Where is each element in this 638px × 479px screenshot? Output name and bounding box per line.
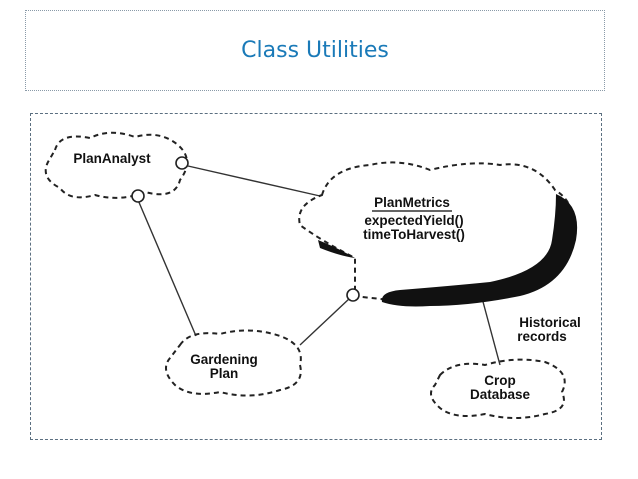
link-analyst-gardening — [137, 199, 197, 337]
crop-database-label-2: Database — [470, 387, 531, 402]
crop-database-label-1: Crop — [484, 373, 516, 388]
link-metrics-gardening — [299, 297, 351, 346]
shadow-band — [381, 194, 578, 307]
plan-metrics-name: PlanMetrics — [374, 195, 450, 210]
uses-circle-icon — [346, 288, 360, 302]
slide-title: Class Utilities — [241, 38, 389, 63]
gardening-plan-label-1: Gardening — [190, 352, 258, 367]
association-label-2: records — [517, 329, 567, 344]
shadow-band-small — [318, 240, 355, 258]
gardening-plan-cloud — [165, 329, 302, 397]
link-analyst-metrics — [187, 165, 321, 197]
diagram-frame — [30, 113, 602, 440]
link-metrics-database — [481, 297, 501, 366]
operation-time-to-harvest: timeToHarvest() — [363, 227, 465, 242]
operation-expected-yield: expectedYield() — [364, 213, 463, 228]
uses-circle-icon — [131, 189, 145, 203]
plan-analyst-cloud — [44, 131, 188, 199]
gardening-plan-label-2: Plan — [210, 366, 239, 381]
title-box: Class Utilities — [25, 10, 605, 91]
crop-database-cloud — [430, 358, 566, 419]
plan-analyst-label: PlanAnalyst — [73, 151, 151, 166]
uses-circle-icon — [175, 156, 189, 170]
association-label-1: Historical — [519, 315, 581, 330]
plan-metrics-cloud — [298, 161, 574, 304]
